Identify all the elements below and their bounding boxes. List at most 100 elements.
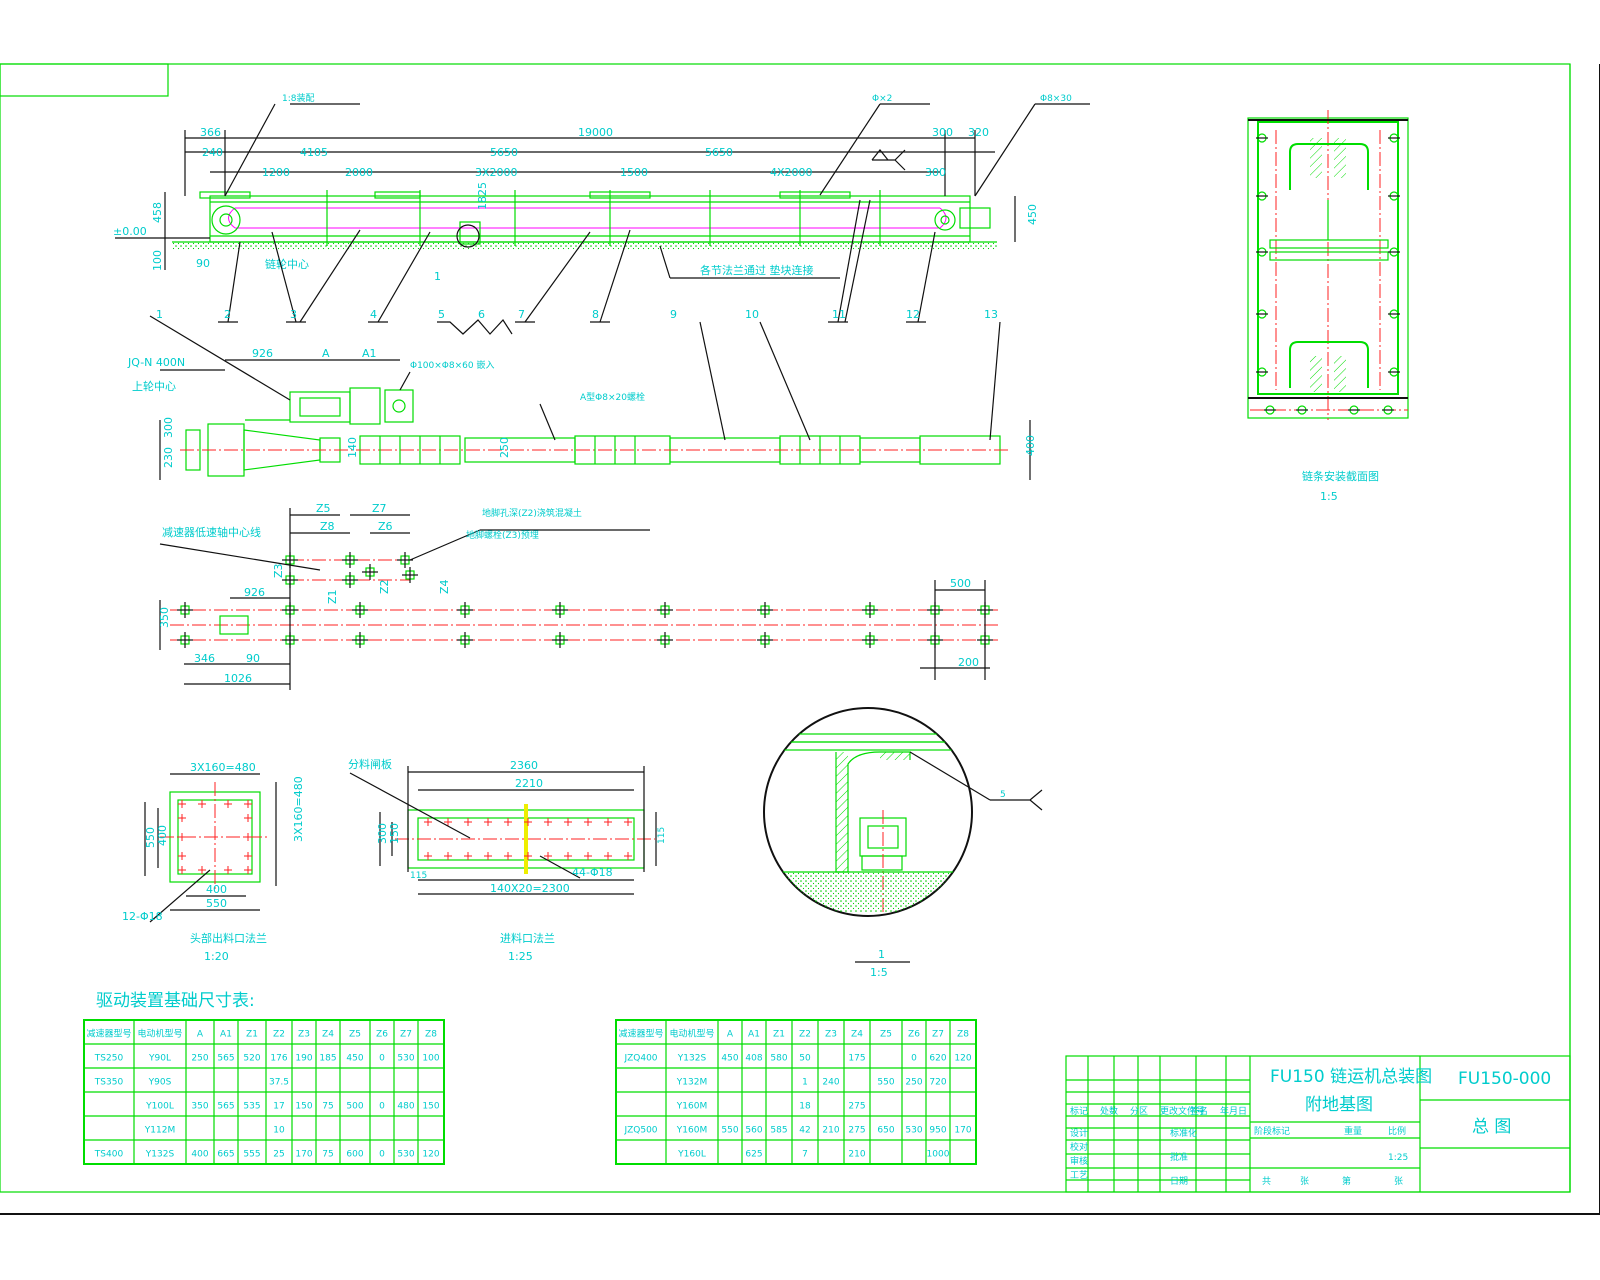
dim-3x160-a: 3X160=480 (190, 761, 256, 774)
dim-90f: 90 (246, 652, 260, 665)
table-cell: Z8 (425, 1029, 437, 1039)
drawing-name: 总 图 (1472, 1117, 1511, 1137)
table-cell: Z4 (851, 1029, 863, 1039)
table-cell: 37.5 (269, 1077, 289, 1087)
table-cell: Z6 (376, 1029, 388, 1039)
dim-Z2: Z2 (378, 579, 391, 594)
table-cell: Z6 (908, 1029, 920, 1039)
dim-550b: 550 (206, 897, 227, 910)
table-cell: 175 (848, 1053, 865, 1063)
table-cell: 520 (243, 1053, 260, 1063)
table-cell: Z3 (825, 1029, 837, 1039)
table-cell: 120 (422, 1149, 439, 1159)
table-cell: 0 (911, 1053, 917, 1063)
section-scale: 1:5 (1320, 490, 1338, 503)
part-2: 2 (224, 308, 231, 321)
table-cell: 530 (397, 1053, 414, 1063)
table-cell: 185 (319, 1053, 336, 1063)
table-cell: JZQ400 (623, 1053, 657, 1063)
tb-weight: 重量 (1344, 1125, 1362, 1137)
table-cell: 275 (848, 1125, 865, 1135)
part-7: 7 (518, 308, 525, 321)
dim-150ff: 150 (388, 823, 401, 844)
dim-2210: 2210 (515, 777, 543, 790)
tb-total: 共 (1262, 1176, 1271, 1187)
dim-140x20: 140X20=2300 (490, 882, 570, 895)
signoff-mid-label: 标准化 (1170, 1127, 1197, 1139)
note-sprocket-center: 链轮中心 (265, 257, 309, 271)
table-cell: Z5 (349, 1029, 361, 1039)
table-cell: 电动机型号 (137, 1027, 182, 1039)
table-cell: 1 (802, 1077, 808, 1087)
table-cell: 150 (422, 1101, 439, 1111)
label-sprocket-center: 上轮中心 (132, 379, 176, 393)
dim-Z7: Z7 (372, 502, 387, 515)
head-holes-label: 12-Φ18 (122, 910, 163, 923)
plan-view: 926 A A1 300 230 140 250 400 JQ-N 400N 上… (127, 315, 1037, 480)
table-cell: 720 (929, 1077, 946, 1087)
table-cell: 25 (273, 1149, 284, 1159)
table-cell: 42 (799, 1125, 810, 1135)
label-motor: JQ-N 400N (127, 356, 185, 369)
table-cell: 17 (273, 1101, 284, 1111)
table-cell: Y160M (676, 1101, 707, 1111)
part-9: 9 (670, 308, 677, 321)
svg-text:A型Φ8×20螺栓: A型Φ8×20螺栓 (580, 391, 645, 403)
feed-flange-title: 进料口法兰 (500, 931, 555, 945)
table-cell: 585 (770, 1125, 787, 1135)
dim-500f: 500 (950, 577, 971, 590)
table-cell: 250 (191, 1053, 208, 1063)
signoff-label: 审核 (1070, 1155, 1088, 1167)
table-cell: Y132S (145, 1149, 175, 1159)
tb-sheet-no: 第 (1342, 1175, 1351, 1187)
feed-flange-holes (424, 818, 632, 860)
table-cell: Z1 (773, 1029, 785, 1039)
frame (0, 63, 1600, 1215)
drawing-scale: 1:25 (1388, 1153, 1408, 1163)
feed-flange-scale: 1:25 (508, 950, 533, 963)
table-cell: Y100L (145, 1101, 174, 1111)
revision-label: 标记 (1070, 1105, 1088, 1117)
dim-Z6: Z6 (378, 520, 393, 533)
detail-view: 5 1 1:5 (763, 707, 1043, 979)
table-cell: 240 (822, 1077, 839, 1087)
detail-label: 1 (878, 948, 885, 961)
foundation-plan: 350 346 90 1026 926 Z5 Z7 Z8 Z6 Z3 Z1 Z2… (158, 502, 1000, 690)
dim-550a: 550 (144, 827, 157, 848)
dim-2360: 2360 (510, 759, 538, 772)
table-cell: Y132M (676, 1077, 707, 1087)
drawing-subtitle: 附地基图 (1305, 1095, 1373, 1115)
table-cell: 620 (929, 1053, 946, 1063)
table-cell: Y112M (144, 1125, 175, 1135)
drawing-title: FU150 链运机总装图 (1270, 1067, 1432, 1087)
dim-5650b: 5650 (705, 146, 733, 159)
table-cell: JZQ500 (623, 1125, 657, 1135)
table-cell: 0 (379, 1053, 385, 1063)
table-cell: Y90L (148, 1053, 171, 1063)
dim-4x2000: 4X2000 (770, 166, 813, 179)
table-cell: 50 (799, 1053, 811, 1063)
table-cell: 190 (295, 1053, 312, 1063)
revision-label: 年月日 (1220, 1105, 1247, 1117)
table-cell: 10 (273, 1125, 285, 1135)
part-5: 5 (438, 308, 445, 321)
dim-140p: 140 (346, 437, 359, 458)
table-cell: 560 (745, 1125, 762, 1135)
table-cell: 170 (954, 1125, 971, 1135)
signoff-mid-label: 日期 (1170, 1176, 1188, 1187)
table-cell: 75 (322, 1101, 333, 1111)
section-bolts (1256, 133, 1400, 415)
table-cell: 555 (243, 1149, 260, 1159)
table-cell: 600 (346, 1149, 363, 1159)
table-cell: TS350 (94, 1077, 124, 1087)
table-cell: 650 (877, 1125, 894, 1135)
dim-Z8: Z8 (320, 520, 335, 533)
dim-100: 100 (151, 250, 164, 271)
label-shaft-centerline: 减速器低速轴中心线 (162, 525, 261, 539)
dim-Z3: Z3 (272, 563, 285, 578)
dim-350f: 350 (158, 607, 171, 628)
table-cell: 580 (770, 1053, 787, 1063)
part-12: 12 (906, 308, 920, 321)
